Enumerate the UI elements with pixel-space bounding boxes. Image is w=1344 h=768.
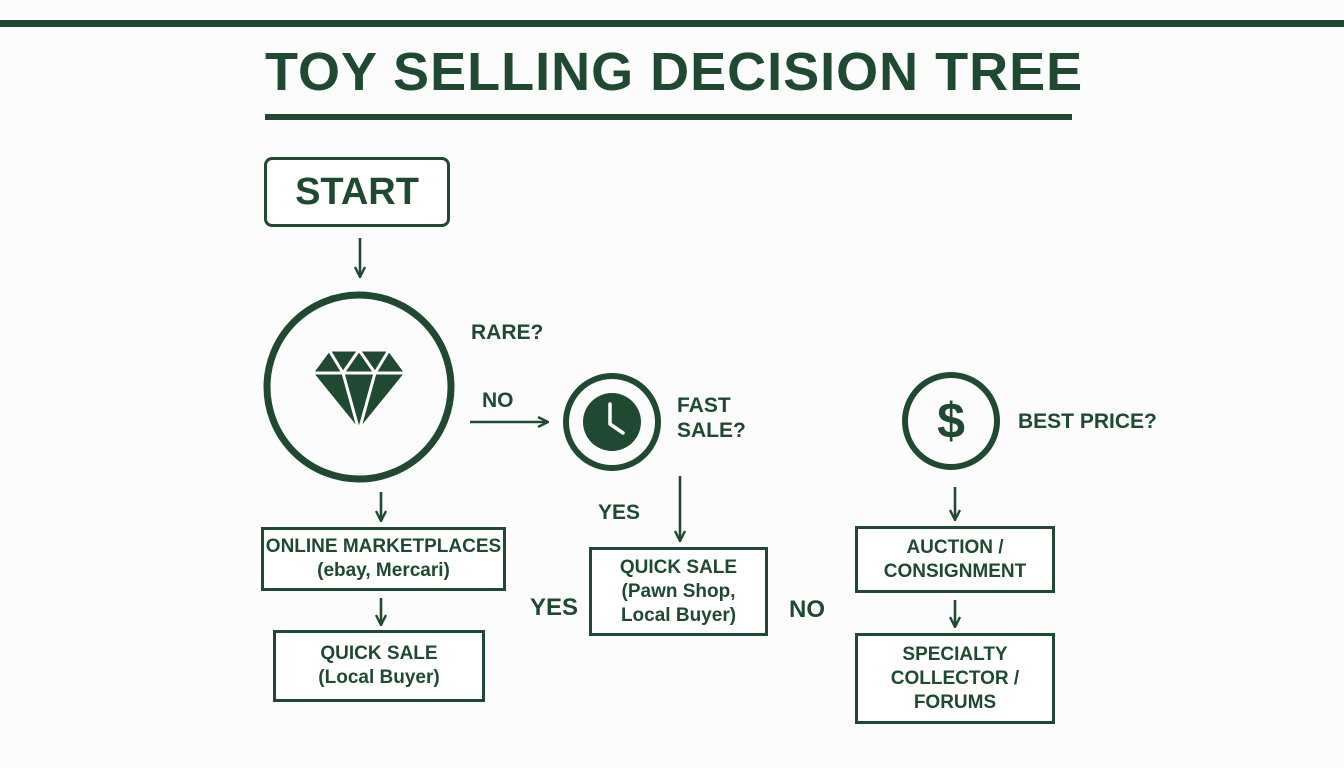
start-node: START [264,157,450,227]
node-online-marketplaces: ONLINE MARKETPLACES (ebay, Mercari) [261,527,506,591]
question-fast-sale-line1: FAST [677,394,731,417]
online-marketplaces-line1: ONLINE MARKETPLACES [265,536,502,557]
svg-text:$: $ [937,393,965,449]
auction-line2: CONSIGNMENT [883,560,1027,582]
node-quick-sale-pawn: QUICK SALE (Pawn Shop, Local Buyer) [589,547,768,636]
edge-label-yes-fast: YES [598,501,641,524]
title-underline [265,114,1072,120]
quick-sale-pawn-line1: QUICK SALE [619,556,738,578]
quick-sale-pawn-line2: (Pawn Shop, [621,580,736,602]
specialty-line2: COLLECTOR / [890,667,1020,689]
auction-line1: AUCTION / [906,536,1004,558]
diamond-icon [263,291,455,483]
specialty-line3: FORUMS [913,691,997,713]
clock-icon [563,373,661,471]
node-specialty-collector: SPECIALTY COLLECTOR / FORUMS [855,633,1055,724]
quick-sale-local-line2: (Local Buyer) [318,667,440,688]
node-auction-consignment: AUCTION / CONSIGNMENT [855,526,1055,593]
question-rare: RARE? [471,321,544,344]
page-title: TOY SELLING DECISION TREE [265,42,1084,102]
specialty-line1: SPECIALTY [902,643,1008,665]
edge-label-yes-left: YES [530,594,579,621]
top-rule [0,20,1344,27]
quick-sale-pawn-line3: Local Buyer) [620,604,737,626]
quick-sale-local-line1: QUICK SALE [320,643,438,664]
edge-label-no-right: NO [789,596,825,623]
online-marketplaces-line2: (ebay, Mercari) [317,560,450,581]
dollar-icon: $ [902,372,1000,470]
question-best-price: BEST PRICE? [1018,410,1157,433]
question-fast-sale-line2: SALE? [677,419,746,442]
node-quick-sale-local: QUICK SALE (Local Buyer) [273,630,485,702]
edge-label-no-rare: NO [482,389,514,412]
